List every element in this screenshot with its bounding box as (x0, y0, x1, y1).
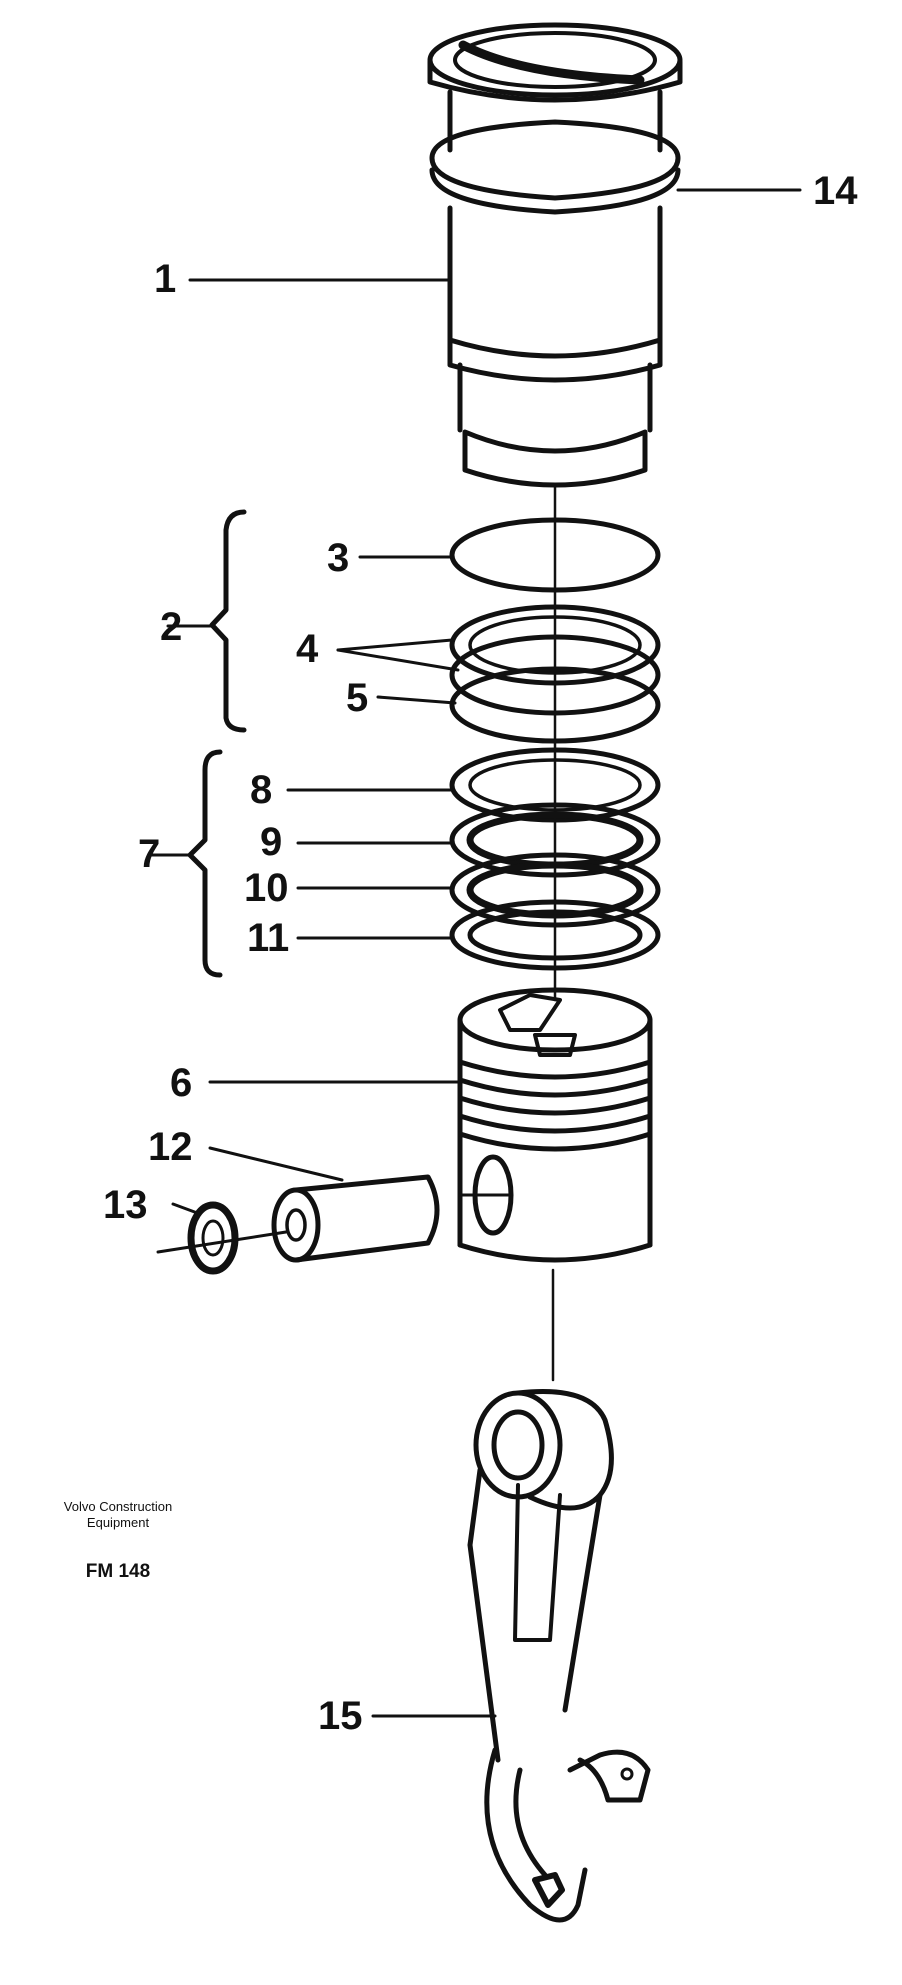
callout-4: 4 (296, 627, 319, 671)
callout-11: 11 (247, 916, 289, 960)
callout-8: 8 (250, 768, 272, 812)
figure-credit: Volvo Construction Equipment FM 148 (64, 1499, 172, 1582)
callout-5: 5 (346, 676, 368, 720)
figure-code: FM 148 (86, 1561, 150, 1582)
callout-2: 2 (160, 605, 182, 649)
callout-1: 1 (154, 257, 176, 301)
manufacturer-name-line2: Equipment (87, 1515, 150, 1530)
callout-14: 14 (813, 169, 858, 213)
callout-leader-lines (148, 188, 802, 1718)
callout-13: 13 (103, 1183, 148, 1227)
circlip (156, 1201, 288, 1275)
callout-6: 6 (170, 1061, 192, 1105)
cylinder-liner (427, 22, 683, 488)
assembly-axis (551, 483, 557, 1382)
connecting-rod (467, 1389, 651, 1923)
callout-15: 15 (318, 1694, 363, 1738)
callout-10: 10 (244, 866, 289, 910)
piston (457, 987, 653, 1263)
callout-3: 3 (327, 536, 349, 580)
callout-9: 9 (260, 820, 282, 864)
liner-seal-ring-set (449, 517, 661, 744)
callout-12: 12 (148, 1125, 193, 1169)
kit-bracket-2 (209, 509, 247, 733)
callout-numbers: 1 2 3 4 5 6 7 8 9 10 11 12 13 14 15 (103, 169, 858, 1738)
manufacturer-name-line1: Volvo Construction (64, 1499, 172, 1514)
callout-7: 7 (138, 832, 160, 876)
piston-ring-set (449, 747, 661, 971)
kit-bracket-7 (187, 749, 223, 978)
piston-pin (271, 1174, 512, 1263)
liner-seal-ring (429, 119, 681, 248)
